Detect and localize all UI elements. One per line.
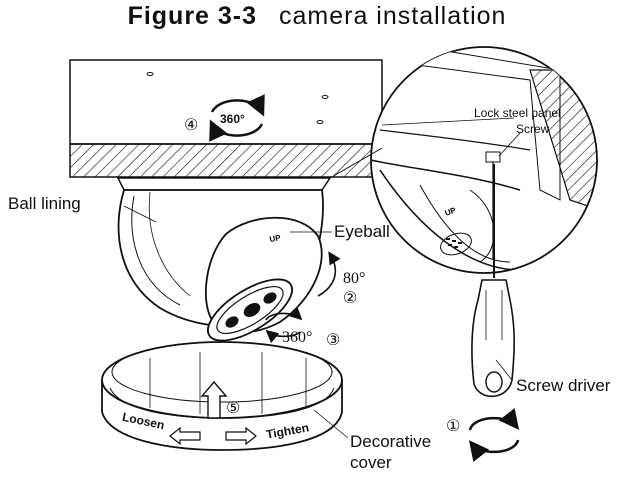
label-screw: Screw	[516, 122, 550, 136]
step-4-marker: ④	[184, 117, 199, 134]
step-3-marker: ③	[326, 332, 341, 349]
figure-number: Figure 3-3	[127, 2, 258, 30]
detail-circle: UP	[329, 46, 598, 274]
up-mark-detail: UP	[444, 205, 458, 217]
label-lock-steel-panel: Lock steel panel	[474, 106, 561, 120]
decorative-cover	[101, 341, 343, 451]
label-cover: cover	[350, 453, 392, 472]
step-1-marker: ①	[446, 418, 461, 435]
pan-arrows	[265, 306, 303, 344]
step-2-marker: ②	[343, 290, 358, 307]
label-angle-360-top: 360°	[220, 112, 245, 126]
label-angle-80: 80°	[343, 270, 366, 287]
screwdriver	[471, 164, 515, 398]
label-angle-360-side: 360°	[282, 329, 313, 346]
eyeball: UP	[205, 216, 323, 342]
figure-caption: camera installation	[279, 2, 507, 30]
tilt-arrow	[317, 251, 341, 297]
loosen-tighten-arrows	[169, 426, 257, 446]
figure-title: Figure 3-3 camera installation	[0, 2, 634, 31]
label-decorative: Decorative	[350, 432, 432, 451]
up-mark: UP	[269, 233, 282, 244]
lift-arrow	[200, 380, 228, 419]
label-ball-lining: Ball lining	[8, 194, 81, 213]
step-5-marker: ⑤	[226, 400, 241, 417]
label-screw-driver: Screw driver	[516, 376, 611, 395]
rotate-icon-top	[209, 94, 265, 142]
label-eyeball: Eyeball	[334, 222, 390, 241]
rotate-icon-bottom	[468, 408, 520, 462]
